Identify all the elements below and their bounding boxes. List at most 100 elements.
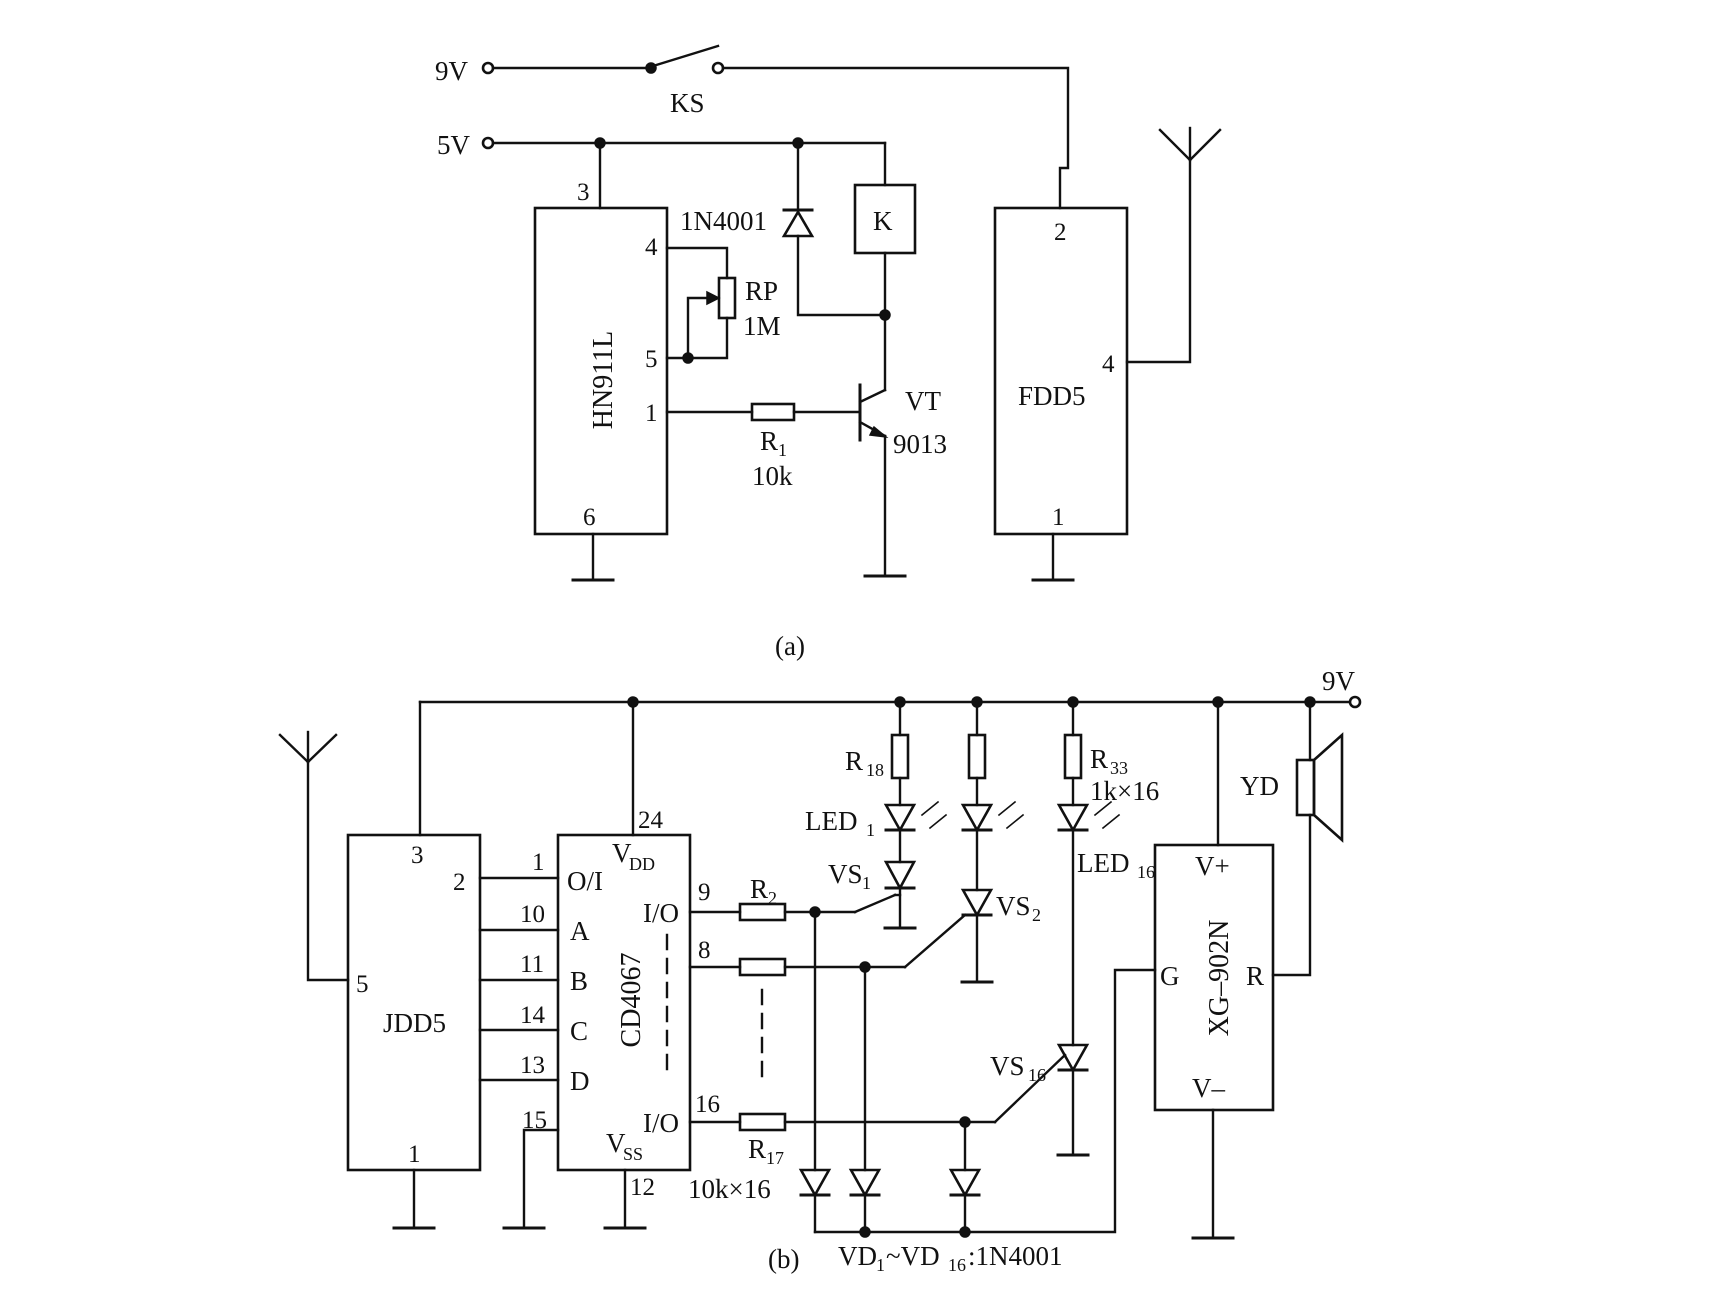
ic-xg902n: XG–902N V+ G R V– <box>1153 843 1275 1112</box>
svg-text:LED: LED <box>805 806 857 836</box>
svg-text:VS: VS <box>996 891 1031 921</box>
svg-text:24: 24 <box>638 807 664 834</box>
label-r33-value: 1k×16 <box>1090 776 1159 806</box>
svg-text:9: 9 <box>698 879 711 906</box>
label-vt: VT <box>905 386 941 416</box>
svg-text:14: 14 <box>520 1002 546 1029</box>
svg-text:1: 1 <box>866 820 875 840</box>
svg-text:D: D <box>570 1066 590 1096</box>
svg-text:5: 5 <box>356 971 369 998</box>
svg-text:V+: V+ <box>1195 851 1230 881</box>
svg-text:R: R <box>1090 744 1108 774</box>
label-9v-a: 9V <box>435 56 469 86</box>
resistor-row-8 <box>688 957 907 977</box>
diode-1n4001: 1N4001 <box>680 141 887 317</box>
svg-text:R: R <box>760 426 778 456</box>
svg-text:R: R <box>750 874 768 904</box>
diode-note: VD 1 ~VD 16 :1N4001 <box>838 1241 1063 1275</box>
svg-text:17: 17 <box>766 1148 784 1168</box>
ic-cd4067: CD4067 1 10 11 14 13 15 24 12 9 8 16 O/I… <box>520 807 720 1201</box>
svg-text:VS: VS <box>990 1051 1025 1081</box>
antenna-b <box>278 730 350 982</box>
svg-text:V: V <box>612 838 632 868</box>
label-xg902n: XG–902N <box>1204 920 1235 1037</box>
svg-text:R: R <box>845 746 863 776</box>
svg-text:SS: SS <box>623 1144 643 1164</box>
svg-text:LED: LED <box>1077 848 1129 878</box>
svg-text:1: 1 <box>862 873 871 893</box>
svg-text:1: 1 <box>876 1255 885 1275</box>
speaker-yd: YD <box>1240 700 1344 977</box>
svg-text:11: 11 <box>520 951 544 978</box>
diode-array-vd <box>798 910 1157 1238</box>
label-9v-b: 9V <box>1322 666 1356 696</box>
svg-text:3: 3 <box>411 842 424 869</box>
svg-text:16: 16 <box>1028 1065 1046 1085</box>
svg-text:V–: V– <box>1192 1073 1225 1103</box>
ic-hn911l: HN911L 3 4 5 1 6 <box>533 179 669 536</box>
svg-text:DD: DD <box>629 854 655 874</box>
svg-text:I/O: I/O <box>643 1108 679 1138</box>
svg-text:O/I: O/I <box>567 866 603 896</box>
transistor-vt: VT 9013 <box>858 383 947 578</box>
label-k: K <box>873 206 893 236</box>
svg-text:3: 3 <box>577 179 590 206</box>
svg-text:1: 1 <box>408 1141 421 1168</box>
svg-text:13: 13 <box>520 1052 545 1079</box>
svg-text:~VD: ~VD <box>886 1241 940 1271</box>
relay-k: K <box>853 141 917 392</box>
channel-2: VS 2 <box>960 700 1041 984</box>
svg-text:12: 12 <box>630 1174 655 1201</box>
label-cd4067: CD4067 <box>616 953 647 1048</box>
pot-rp: RP 1M <box>665 246 781 364</box>
svg-text:V: V <box>606 1128 626 1158</box>
channel-1: R 18 LED 1 VS 1 <box>805 700 948 930</box>
label-yd: YD <box>1240 771 1279 801</box>
svg-text:16: 16 <box>948 1255 966 1275</box>
svg-text:18: 18 <box>866 760 884 780</box>
svg-text:2: 2 <box>768 888 777 908</box>
label-rp-value: 1M <box>743 311 781 341</box>
caption-a: (a) <box>775 631 805 661</box>
label-r1-value: 10k <box>752 461 793 491</box>
svg-text:R: R <box>748 1134 766 1164</box>
resistor-r17: R 17 10k×16 <box>688 1112 997 1204</box>
svg-text:G: G <box>1160 961 1180 991</box>
svg-text:I/O: I/O <box>643 898 679 928</box>
svg-text::1N4001: :1N4001 <box>968 1241 1063 1271</box>
svg-text:1: 1 <box>532 849 545 876</box>
supply-5v-a: 5V <box>437 130 495 160</box>
svg-text:B: B <box>570 966 588 996</box>
svg-text:10: 10 <box>520 901 545 928</box>
channel-16: R 33 1k×16 LED 16 VS 16 <box>990 700 1159 1157</box>
svg-text:2: 2 <box>1032 905 1041 925</box>
svg-text:2: 2 <box>1054 219 1067 246</box>
svg-text:C: C <box>570 1016 588 1046</box>
svg-text:VD: VD <box>838 1241 877 1271</box>
label-1n4001: 1N4001 <box>680 206 767 236</box>
label-fdd5: FDD5 <box>1018 381 1086 411</box>
ic-jdd5: JDD5 3 2 5 1 <box>346 833 482 1172</box>
label-rp: RP <box>745 276 778 306</box>
caption-b: (b) <box>768 1244 799 1274</box>
label-5v-a: 5V <box>437 130 471 160</box>
svg-text:1: 1 <box>778 440 787 460</box>
figure-b: 9V JDD5 3 2 5 1 <box>278 666 1362 1275</box>
switch-ks: KS <box>645 44 725 118</box>
figure-a: 9V KS 5V HN911L 3 4 5 1 6 <box>435 44 1222 661</box>
svg-text:16: 16 <box>695 1091 720 1118</box>
resistor-r1: R 1 10k <box>665 402 860 491</box>
supply-9v-a: 9V <box>435 56 495 86</box>
svg-text:1: 1 <box>645 400 658 427</box>
svg-text:R: R <box>1246 961 1264 991</box>
svg-text:5: 5 <box>645 346 658 373</box>
svg-text:16: 16 <box>1137 862 1155 882</box>
ic-fdd5: FDD5 2 4 1 <box>993 206 1129 536</box>
svg-text:6: 6 <box>583 504 596 531</box>
label-r17-value: 10k×16 <box>688 1174 771 1204</box>
svg-text:4: 4 <box>1102 351 1115 378</box>
label-hn911l: HN911L <box>588 331 619 430</box>
antenna-a <box>1125 126 1222 364</box>
svg-text:A: A <box>570 916 590 946</box>
